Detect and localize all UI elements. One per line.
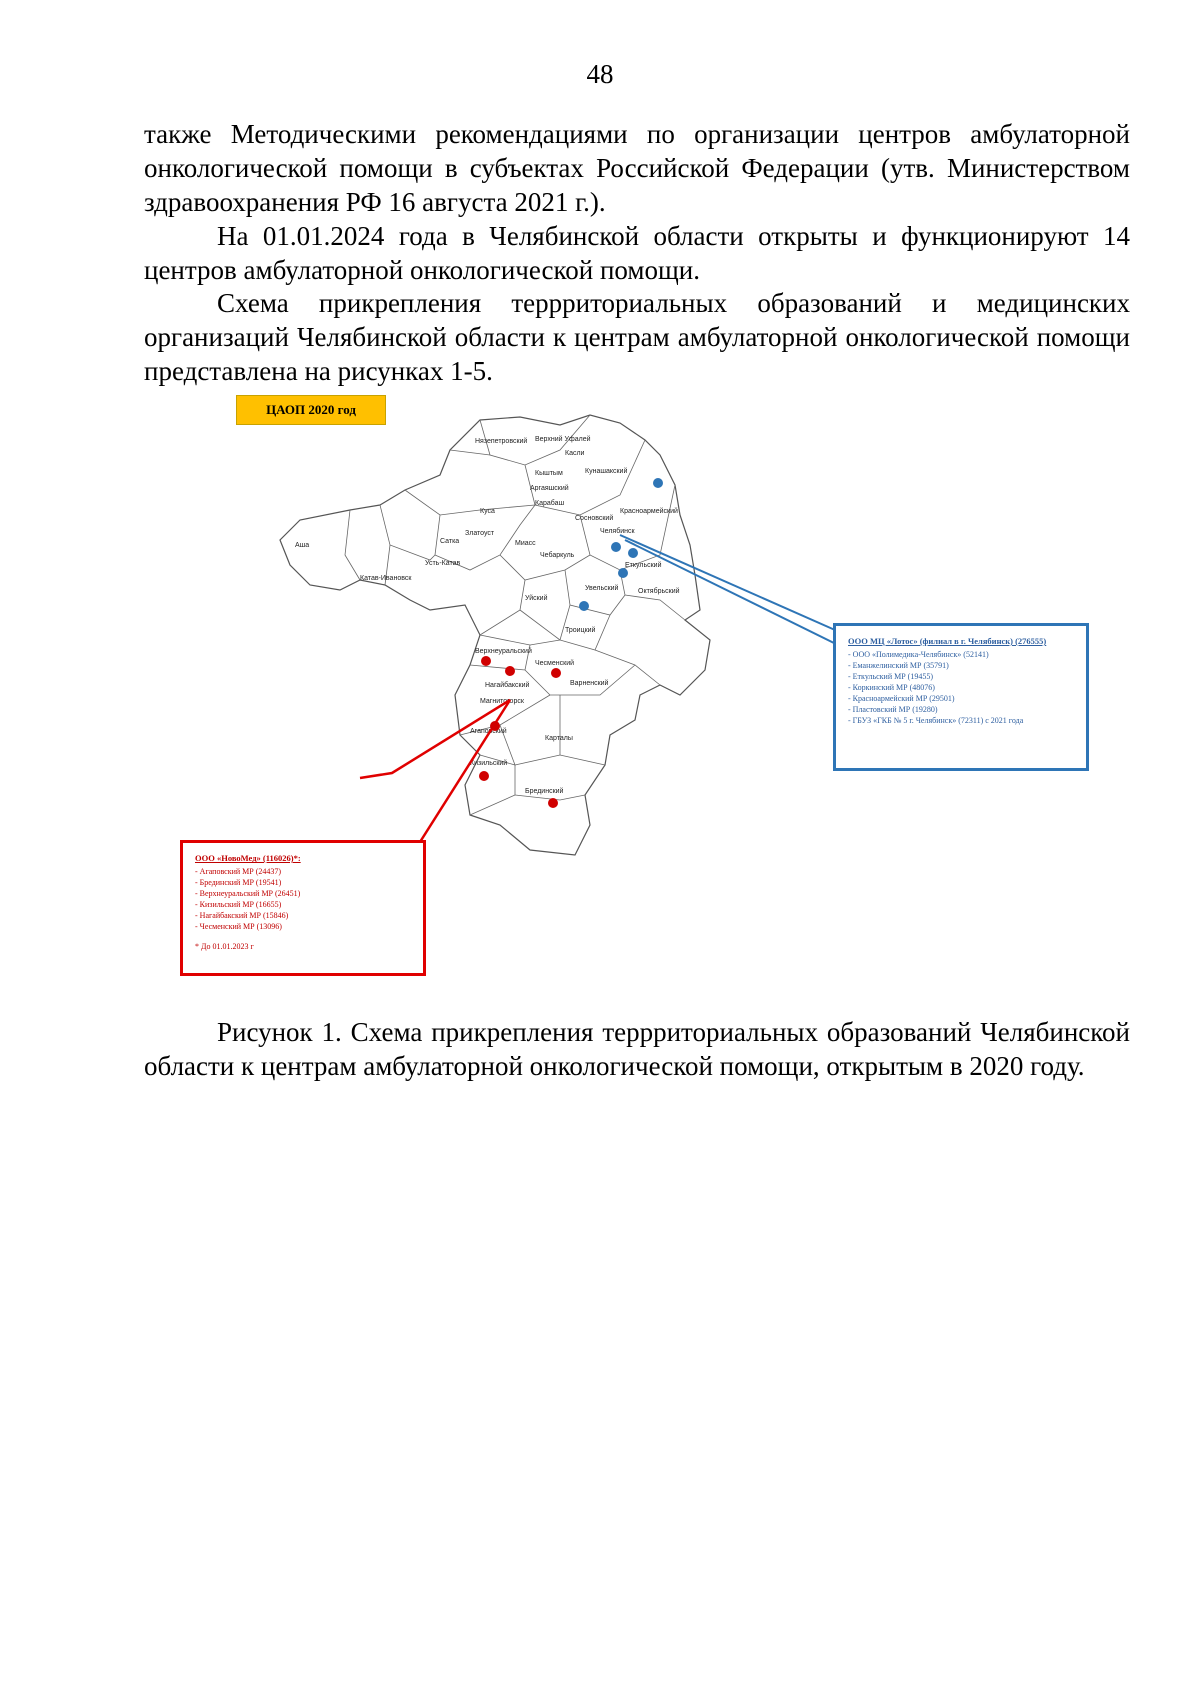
figure-caption: Рисунок 1. Схема прикрепления террритори… — [144, 1017, 1130, 1081]
red-marker — [505, 666, 515, 676]
map-label: Чебаркуль — [540, 551, 575, 559]
map-label: Катав-Ивановск — [360, 575, 412, 582]
figure-badge: ЦАОП 2020 год — [236, 395, 386, 425]
map-label: Агаповский — [470, 727, 507, 735]
red-marker — [490, 721, 500, 731]
blue-marker — [653, 478, 663, 488]
paragraph-2: На 01.01.2024 года в Челябинской области… — [144, 221, 1130, 285]
blue-marker — [611, 542, 621, 552]
legend-blue: ООО МЦ «Лотос» (филиал в г. Челябинск) (… — [833, 623, 1089, 771]
map-label: Сатка — [440, 538, 459, 545]
legend-blue-item: - Еткульский МР (19455) — [848, 672, 933, 681]
map-label: Миасс — [515, 540, 536, 547]
map-label: Карталы — [545, 735, 573, 742]
red-markers — [479, 656, 561, 808]
legend-red-note: * До 01.01.2023 г — [195, 942, 254, 951]
red-marker — [548, 798, 558, 808]
map-label: Нязепетровский — [475, 437, 527, 445]
blue-marker — [618, 568, 628, 578]
map-label: Чесменский — [535, 659, 574, 667]
legend-blue-item: - ООО «Полимедика-Челябинск» (52141) — [848, 650, 989, 659]
map-label: Касли — [565, 450, 585, 457]
map-label: Нагайбакский — [485, 681, 530, 689]
map-label: Верхний Уфалей — [535, 435, 591, 443]
map-label: Красноармейский — [620, 507, 678, 515]
map-label: Октябрьский — [638, 587, 680, 595]
legend-red-item: - Верхнеуральский МР (26451) — [195, 889, 301, 898]
map-label: Златоуст — [465, 530, 495, 537]
map-label: Челябинск — [600, 527, 635, 535]
blue-marker — [628, 548, 638, 558]
figure-1: ЦАОП 2020 год — [180, 395, 1110, 976]
legend-red-item: - Агаповский МР (24437) — [195, 867, 282, 876]
red-marker — [551, 668, 561, 678]
legend-blue-item: - Красноармейский МР (29501) — [848, 694, 955, 703]
map-label: Уйский — [525, 594, 548, 602]
map-label: Верхнеуральский — [475, 647, 532, 655]
map-label: Кыштым — [535, 470, 563, 477]
legend-red-item: - Брединский МР (19541) — [195, 878, 282, 887]
red-marker — [479, 771, 489, 781]
blue-markers — [579, 478, 663, 611]
map-label: Усть-Катав — [425, 560, 461, 567]
legend-blue-item: - ГБУЗ «ГКБ № 5 г. Челябинск» (72311) с … — [848, 716, 1024, 725]
map-labels: Верхнеуральский Нагайбакский Чесменский … — [295, 435, 680, 795]
legend-blue-item: - Еманжелинский МР (35791) — [848, 661, 949, 670]
map-label: Брединский — [525, 787, 564, 795]
map-label: Еткульский — [625, 561, 662, 569]
red-connector — [359, 698, 512, 843]
legend-red-item: - Нагайбакский МР (15846) — [195, 911, 289, 920]
paragraph-3: Схема прикрепления террриториальных обра… — [144, 288, 1130, 386]
map-label: Троицкий — [565, 626, 596, 634]
blue-connectors — [619, 534, 839, 646]
map-label: Аша — [295, 542, 309, 549]
blue-marker — [579, 601, 589, 611]
legend-blue-item: - Пластовский МР (19280) — [848, 705, 938, 714]
legend-blue-title: ООО МЦ «Лотос» (филиал в г. Челябинск) (… — [848, 636, 1047, 646]
legend-red-item: - Кизильский МР (16655) — [195, 900, 282, 909]
map-label: Аргаяшский — [530, 484, 569, 492]
legend-red-title: ООО «НовоМед» (116026)*: — [195, 853, 301, 863]
map-label: Кизильский — [470, 759, 507, 767]
map-label: Кунашакский — [585, 467, 627, 475]
legend-red-item: - Чесменский МР (13096) — [195, 922, 282, 931]
map-label: Магнитогорск — [480, 698, 525, 705]
legend-red: ООО «НовоМед» (116026)*: - Агаповский МР… — [180, 840, 426, 976]
paragraph-1: также Методическими рекомендациями по ор… — [144, 119, 1130, 217]
map-label: Варненский — [570, 679, 609, 687]
page-number: 48 — [586, 59, 614, 89]
legend-blue-item: - Коркинский МР (48076) — [848, 683, 935, 692]
region-outline — [279, 414, 711, 856]
map-label: Куса — [480, 508, 495, 515]
region-map: Верхнеуральский Нагайбакский Чесменский … — [279, 414, 839, 856]
map-label: Увельский — [585, 584, 619, 592]
red-marker — [481, 656, 491, 666]
map-label: Карабаш — [535, 499, 564, 507]
map-label: Сосновский — [575, 514, 613, 522]
